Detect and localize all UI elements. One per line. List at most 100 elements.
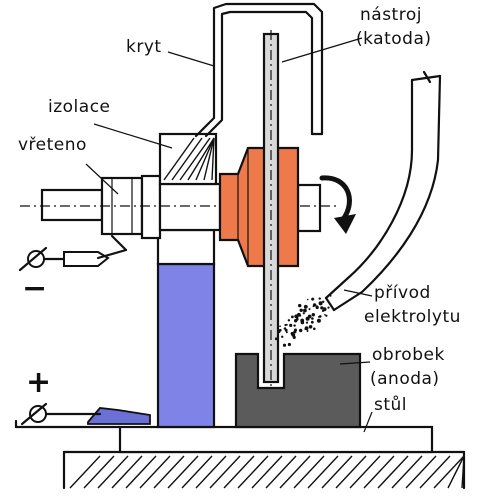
hatch-line	[125, 455, 157, 489]
spray-dot	[299, 315, 302, 317]
hatch-line	[293, 455, 325, 489]
hatch-line	[83, 455, 115, 489]
spray-dot	[285, 331, 288, 334]
spray-dot	[305, 321, 309, 324]
hatch-line	[279, 455, 311, 489]
spray-dot	[283, 327, 286, 330]
label-obrobek: obrobek	[372, 345, 445, 365]
insulation-hatch-line	[211, 137, 215, 181]
spray-dot	[284, 323, 287, 327]
hatch-line	[139, 455, 171, 489]
label-stul: stůl	[374, 395, 407, 415]
spray-dot	[324, 314, 326, 316]
spray-dot	[287, 342, 291, 347]
spray-dot	[306, 330, 309, 332]
label-plus: +	[26, 365, 51, 400]
spindle	[20, 174, 340, 240]
rotation-arrow-icon	[319, 175, 356, 234]
hatch-line	[209, 455, 241, 489]
label-anoda: (anoda)	[370, 369, 440, 389]
minus-clamp	[18, 234, 128, 272]
spray-dot	[289, 323, 293, 327]
table	[14, 419, 434, 454]
leader-lines	[85, 37, 373, 433]
electrolyte-nozzle	[324, 70, 442, 312]
spray-dot	[322, 307, 327, 312]
column	[156, 228, 216, 429]
insulation-hatch-line	[187, 137, 215, 181]
spray-dot	[304, 328, 307, 330]
spray-dot	[327, 306, 330, 309]
spray-dot	[329, 295, 332, 297]
spray-dot	[300, 318, 305, 323]
spray-dot	[306, 298, 309, 301]
spray-dot	[325, 314, 328, 317]
spray-dot	[302, 312, 305, 315]
spray-dot	[307, 314, 312, 319]
spray-dot	[291, 333, 296, 337]
spray-dot	[303, 304, 308, 309]
spray-dot	[319, 315, 322, 318]
label-vreteno: vřeteno	[18, 135, 87, 155]
hatch-line	[167, 455, 199, 489]
insulation-hatch-line	[195, 137, 215, 181]
spray-dot	[311, 313, 315, 317]
spray-dot	[308, 308, 311, 311]
hatch-line	[433, 455, 465, 489]
hatch-line	[97, 455, 129, 489]
spray-dot	[311, 317, 314, 320]
spray-dot	[316, 318, 321, 323]
spray-dot	[279, 325, 281, 328]
spray-dot	[311, 297, 315, 301]
label-minus: −	[22, 271, 47, 306]
spray-dot	[313, 327, 316, 331]
spray-dot	[281, 335, 284, 338]
insulation	[158, 132, 218, 186]
tool-disc	[262, 30, 280, 386]
spray-dot	[291, 315, 294, 319]
hatch-line	[265, 455, 297, 489]
hatch-line	[349, 455, 381, 489]
spray-dot	[322, 300, 325, 303]
hatch-line	[405, 455, 437, 489]
label-elektrolytu: elektrolytu	[364, 307, 461, 327]
hatch-line	[335, 455, 367, 489]
label-kryt: kryt	[126, 37, 162, 57]
spray-dot	[293, 324, 296, 327]
hatch-line	[237, 455, 269, 489]
spray-dot	[303, 308, 307, 313]
tool-hub	[218, 146, 300, 268]
hatch-line	[251, 455, 283, 489]
spray-dot	[287, 319, 291, 322]
spray-dot	[318, 297, 321, 300]
hatch-line	[363, 455, 395, 489]
spray-dot	[316, 305, 318, 307]
insulation-hatch-line	[171, 137, 203, 181]
spray-dot	[299, 308, 303, 312]
spray-dot	[298, 303, 302, 308]
hatch-line	[111, 455, 143, 489]
hatch-line	[377, 455, 409, 489]
label-nastroj: nástroj	[360, 5, 422, 25]
workpiece	[234, 352, 362, 429]
hatch-line	[461, 455, 465, 489]
hatch-line	[391, 455, 423, 489]
label-privod: přívod	[374, 283, 431, 303]
insulation-hatch-line	[179, 137, 211, 181]
spray-dot	[318, 301, 323, 306]
hatch-line	[321, 455, 353, 489]
spray-dot	[277, 330, 281, 334]
spray-dot	[284, 328, 288, 332]
spray-dot	[295, 317, 299, 321]
hatch-line	[307, 455, 339, 489]
hatch-line	[153, 455, 185, 489]
spray-dot	[294, 319, 297, 322]
plus-clamp	[20, 402, 151, 426]
spray-dot	[308, 325, 313, 329]
insulation-hatch-line	[163, 137, 195, 181]
label-katoda: (katoda)	[356, 29, 432, 49]
hatch-line	[181, 455, 213, 489]
spray-dot	[274, 337, 278, 341]
hatch-line	[419, 455, 451, 489]
spray-dot	[312, 303, 317, 307]
